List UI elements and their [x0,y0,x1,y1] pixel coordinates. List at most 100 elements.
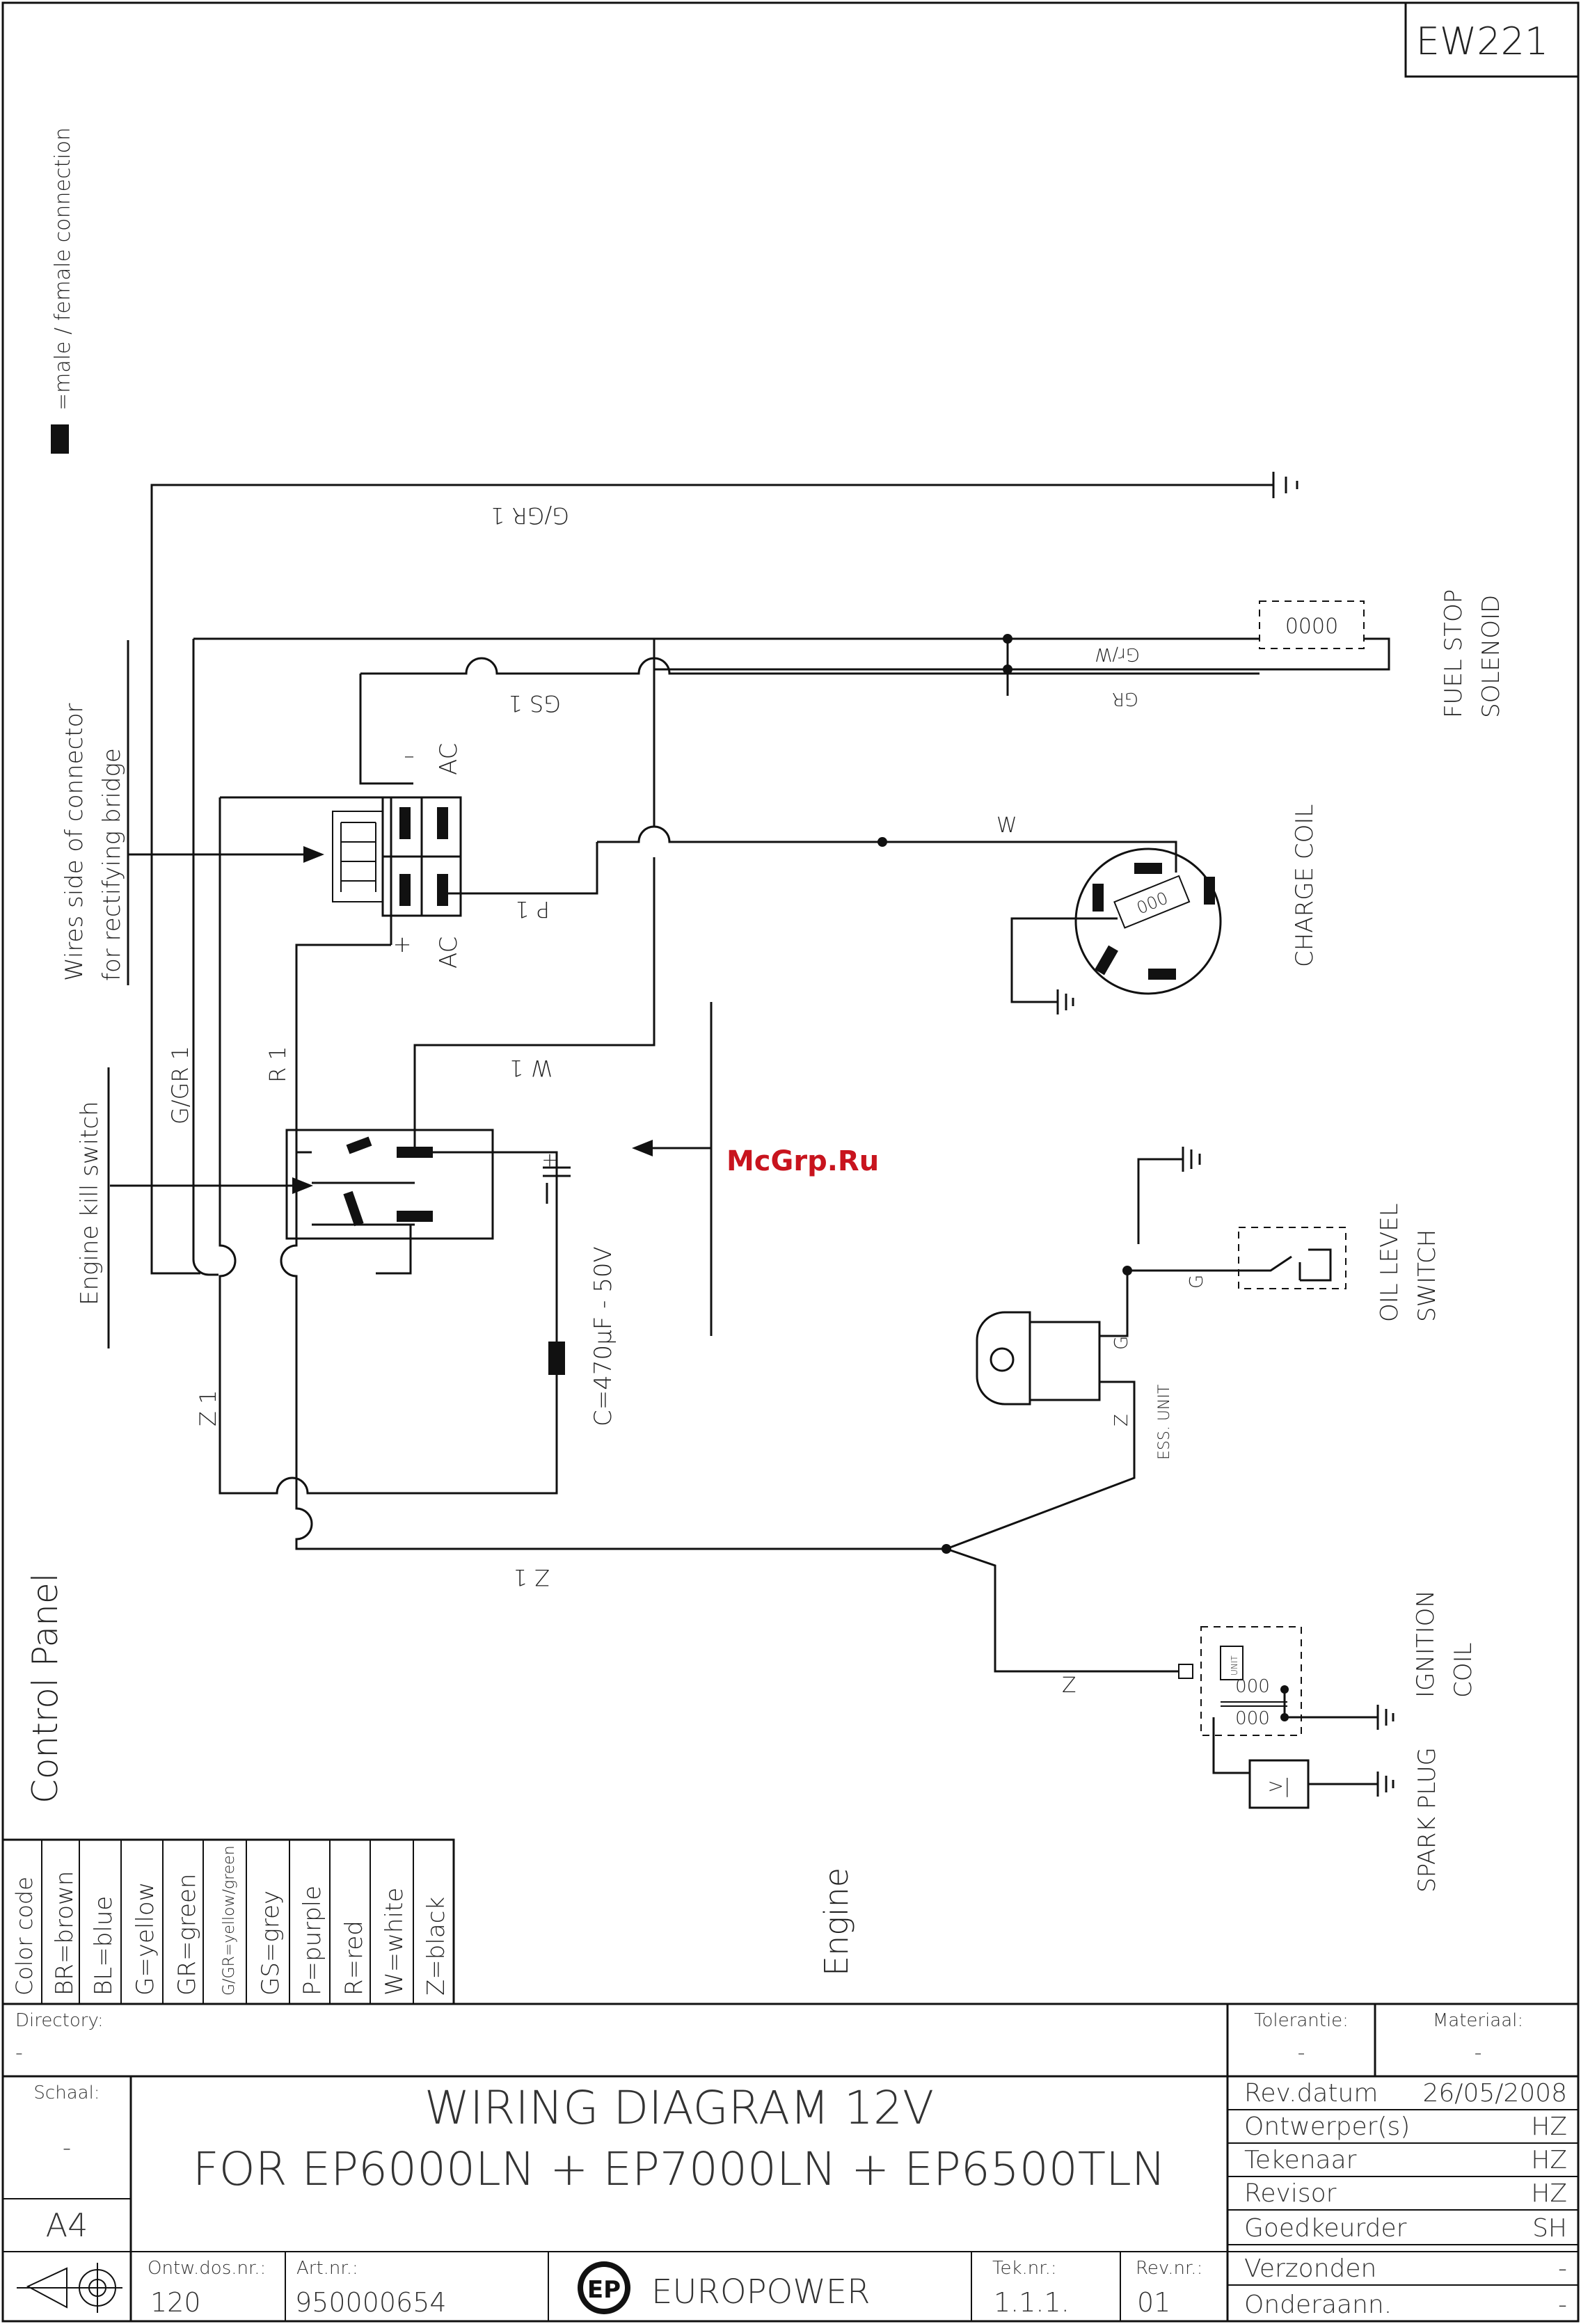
ess-unit-label: ESS. UNIT [1156,1385,1173,1460]
revisor-value: HZ [1531,2179,1567,2208]
color-entry-br: BR=brown [51,1871,79,1996]
color-entry-gs: GS=grey [257,1891,285,1996]
oil-level-switch [1182,1147,1346,1289]
rev-nr-label: Rev.nr.: [1136,2258,1202,2279]
drawing-title-line2: FOR EP6000LN + EP7000LN + EP6500TLN [193,2142,1166,2196]
fuel-stop-line2: SOLENOID [1477,595,1505,718]
projection-symbol-icon [17,2263,122,2313]
ignition-line2: COIL [1449,1643,1477,1698]
ess-unit [976,1311,1101,1406]
ignition-coil: UNIT 000 000 [1178,1626,1395,1774]
art-nr-value: 950000654 [295,2287,447,2318]
wire-z-ignition [946,1547,1179,1673]
onderaann-label: Onderaann. [1244,2291,1392,2319]
wire-label-g2: G [1111,1336,1132,1350]
wire-label-gs1: GS 1 [508,690,561,717]
svg-text:+: + [541,1148,557,1171]
wires [150,472,1390,1673]
ontwerper-label: Ontwerper(s) [1244,2112,1410,2141]
wire-gr [360,657,1260,675]
color-entry-gr: GR=green [173,1874,201,1996]
revisor-label: Revisor [1244,2179,1337,2208]
materiaal-value: - [1475,2041,1482,2065]
solenoid-coil-icon: 0000 [1285,614,1338,639]
terminal-ac-bottom: AC [435,937,463,969]
wire-label-ggr1-left: G/GR 1 [167,1046,193,1124]
wire-label-r1: R 1 [264,1046,291,1083]
europower-logo: EP [578,2261,630,2314]
ignition-unit-tag: UNIT [1230,1655,1239,1676]
svg-text:000: 000 [1235,1676,1270,1697]
wire-g [1099,1269,1239,1337]
fuel-stop-solenoid: 0000 [1259,600,1365,649]
charge-coil: 000 [1010,847,1222,1014]
capacitor-label: C=470μF - 50V [589,1246,617,1426]
wire-z1-bottom [280,1152,946,1550]
wire-label-p1: P 1 [515,896,550,923]
tek-nr-label: Tek.nr.: [992,2258,1057,2279]
tolerantie-value: - [1298,2041,1305,2065]
schaal-label: Schaal: [33,2083,100,2103]
rev-datum-value: 26/05/2008 [1423,2079,1568,2108]
tekenaar-label: Tekenaar [1244,2146,1357,2174]
ignition-line1: IGNITION [1412,1590,1440,1698]
logo-ep-text: EP [587,2276,621,2304]
connector-legend-icon [51,424,69,454]
materiaal-label: Materiaal: [1433,2010,1523,2031]
wire-label-w: W [996,813,1017,838]
charge-coil-turns: 000 [1134,888,1171,918]
zone-engine: Engine [818,1868,855,1976]
color-entry-w: W=white [381,1888,408,1996]
wire-label-grw: Gr/W [1095,644,1140,664]
goedkeurder-label: Goedkeurder [1244,2214,1407,2243]
wire-label-z1-bottom: Z 1 [514,1564,550,1591]
ground-symbol-top [1272,472,1298,498]
wire-label-z2: Z [1111,1414,1132,1426]
terminal-plus: + [393,931,412,957]
wire-label-gr: GR [1112,688,1138,709]
zone-control-panel: Control Panel [25,1573,65,1804]
color-entry-bl: BL=blue [90,1896,118,1996]
tek-nr-value: 1.1.1. [994,2287,1070,2318]
schaal-value: - [63,2134,71,2162]
connector-note-line1: Wires side of connector [61,703,88,981]
color-code-table: Color code BR=brown BL=blue G=yellow GR=… [3,1838,455,2004]
sheet-code: EW221 [1416,19,1549,63]
terminal-minus: – [404,744,415,768]
terminal-ac-top: AC [435,743,463,775]
engine-kill-switch [107,1067,494,1348]
color-entry-g: G=yellow [132,1882,159,1996]
directory-label: Directory: [15,2010,104,2031]
wire-label-g: G [1186,1275,1207,1289]
color-entry-ggr: G/GR=yellow/green [221,1845,238,1996]
capacitor: + [541,1148,571,1375]
goedkeurder-value: SH [1532,2214,1567,2243]
wire-w1 [413,639,656,1152]
wire-label-w1: W 1 [509,1055,553,1081]
wire-labels: G/GR 1 GS 1 Gr/W GR W P 1 R 1 W 1 G/GR 1… [167,502,1207,1698]
wire-label-z: Z [1062,1673,1076,1698]
sheet-code-box: EW221 [1404,3,1578,78]
color-entry-z: Z=black [422,1897,450,1996]
wire-label-ggr1-top: G/GR 1 [491,502,569,529]
wire-ggr1 [150,484,1273,1275]
kill-switch-label: Engine kill switch [76,1101,104,1305]
wire-label-z1-left: Z 1 [195,1390,221,1426]
oil-level-line2: SWITCH [1413,1229,1441,1322]
brand-name: EUROPOWER [651,2273,870,2311]
ontw-dos-value: 120 [150,2287,201,2318]
fuel-stop-line1: FUEL STOP [1440,589,1468,718]
oil-level-line1: OIL LEVEL [1376,1203,1404,1322]
color-entry-r: R=red [340,1920,368,1996]
tolerantie-label: Tolerantie: [1254,2010,1349,2031]
color-entry-p: P=purple [299,1886,326,1996]
title-block: Directory: - Tolerantie: - Materiaal: - … [3,2003,1578,2321]
legend-connector-note: =male / female connection [51,127,75,411]
spark-plug-symbol: >| [1268,1774,1291,1797]
connector-note-line2: for rectifying bridge [98,748,126,981]
watermark: McGrp.Ru [726,1145,879,1177]
color-code-title: Color code [11,1877,38,1996]
rev-datum-label: Rev.datum [1244,2079,1378,2108]
